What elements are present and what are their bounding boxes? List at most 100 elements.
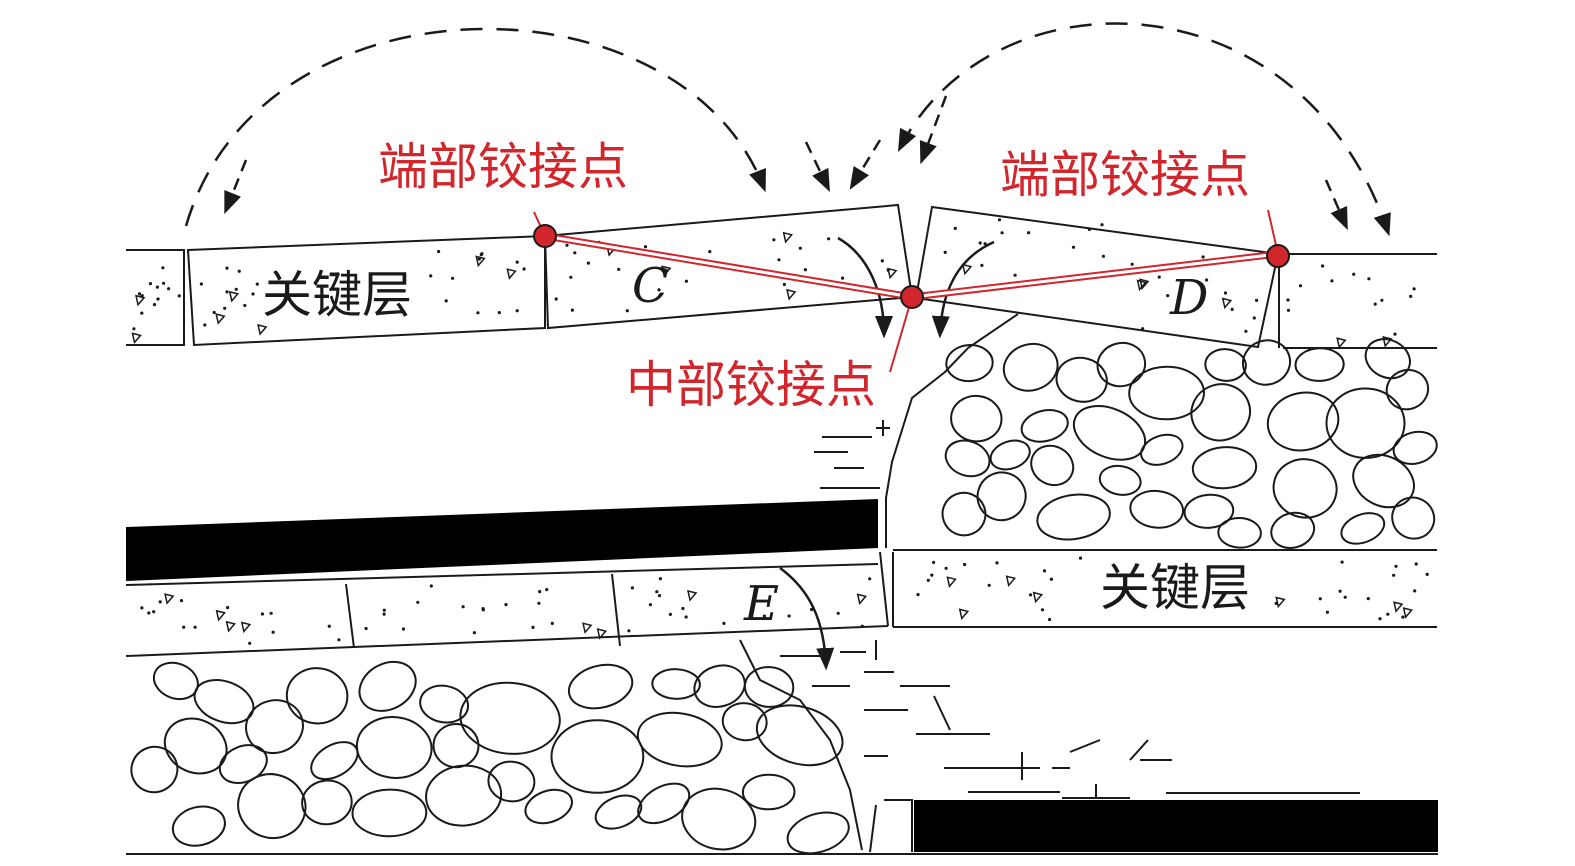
rock-pile-right bbox=[941, 338, 1438, 549]
texture-dot bbox=[1412, 287, 1416, 291]
texture-dot bbox=[1042, 569, 1047, 573]
texture-dot bbox=[1027, 231, 1031, 235]
texture-dot bbox=[226, 606, 230, 610]
texture-triangle bbox=[215, 313, 226, 325]
texture-dot bbox=[223, 306, 227, 310]
texture-dot bbox=[248, 641, 252, 645]
rock bbox=[941, 491, 987, 537]
texture-dot bbox=[569, 275, 573, 279]
rock bbox=[945, 344, 994, 383]
arrow-icon bbox=[919, 95, 948, 165]
load-arrows bbox=[224, 95, 1348, 671]
texture-dot bbox=[1244, 329, 1248, 333]
rock bbox=[1266, 391, 1340, 452]
texture-dot bbox=[225, 290, 229, 294]
texture-dot bbox=[586, 261, 591, 265]
rock-pile-left bbox=[130, 660, 850, 855]
texture-dot bbox=[554, 297, 558, 301]
texture-triangle bbox=[164, 593, 175, 605]
texture-dot bbox=[762, 614, 767, 618]
texture-dot bbox=[1321, 264, 1325, 268]
texture-dot bbox=[627, 629, 631, 633]
texture-dot bbox=[655, 590, 659, 594]
load-arc-left bbox=[184, 27, 766, 227]
texture-dot bbox=[234, 287, 238, 291]
texture-triangle bbox=[1139, 278, 1150, 291]
texture-dot bbox=[437, 249, 441, 254]
texture-dot bbox=[364, 626, 368, 631]
texture-dot bbox=[1338, 589, 1342, 593]
texture-dot bbox=[772, 238, 776, 242]
texture-dot bbox=[147, 611, 151, 615]
texture-triangle bbox=[687, 589, 698, 602]
rock bbox=[1183, 493, 1235, 529]
texture-dot bbox=[1409, 294, 1413, 298]
rock bbox=[651, 668, 701, 700]
texture-dot bbox=[1330, 279, 1334, 283]
texture-triangle bbox=[958, 608, 970, 621]
texture-dot bbox=[382, 612, 386, 616]
texture-dot bbox=[658, 577, 663, 581]
rock bbox=[163, 717, 228, 775]
rock bbox=[1128, 365, 1205, 421]
texture-dot bbox=[1028, 593, 1033, 597]
texture-dot bbox=[1049, 577, 1053, 581]
rock bbox=[1191, 446, 1258, 490]
rock bbox=[1352, 453, 1415, 509]
texture-dot bbox=[337, 638, 341, 642]
rock bbox=[1294, 347, 1345, 382]
arrow-icon bbox=[849, 139, 882, 190]
texture-dot bbox=[625, 309, 629, 313]
texture-dot bbox=[132, 327, 136, 331]
texture-dot bbox=[1205, 278, 1209, 282]
end-hinge-left-point bbox=[533, 224, 557, 248]
texture-dot bbox=[382, 608, 386, 612]
texture-dot bbox=[550, 621, 554, 626]
arrow-icon bbox=[837, 236, 893, 339]
texture-dot bbox=[827, 237, 831, 241]
end-hinge-right-point bbox=[1266, 244, 1290, 268]
texture-triangle bbox=[786, 288, 797, 301]
texture-dot bbox=[980, 263, 984, 267]
arrow-icon bbox=[1324, 179, 1348, 231]
rock bbox=[301, 779, 353, 826]
texture-triangle bbox=[215, 609, 226, 622]
texture-dot bbox=[777, 258, 781, 262]
texture-dot bbox=[1425, 572, 1429, 577]
arrow-icon bbox=[931, 240, 995, 339]
upper-block-right bbox=[1276, 253, 1437, 349]
texture-dot bbox=[1340, 560, 1344, 564]
texture-dot bbox=[1078, 556, 1083, 560]
rock bbox=[432, 722, 480, 769]
rock bbox=[567, 663, 634, 710]
caved-zone-left bbox=[739, 639, 913, 853]
texture-dot bbox=[515, 260, 519, 264]
texture-dot bbox=[429, 274, 433, 278]
texture-triangle bbox=[946, 576, 957, 588]
texture-dot bbox=[472, 631, 476, 635]
rock bbox=[550, 719, 645, 794]
texture-dot bbox=[1343, 595, 1347, 599]
texture-dot bbox=[943, 250, 947, 254]
texture-triangle bbox=[1402, 607, 1414, 619]
texture-dot bbox=[1255, 298, 1259, 302]
rock bbox=[310, 741, 359, 781]
texture-triangle bbox=[135, 294, 146, 307]
texture-dot bbox=[1274, 601, 1278, 606]
texture-dot bbox=[708, 250, 712, 254]
texture-triangle bbox=[582, 622, 593, 634]
rock bbox=[1364, 338, 1411, 380]
rock bbox=[1391, 496, 1436, 540]
texture-triangle bbox=[1336, 337, 1347, 349]
upper-block-key bbox=[186, 234, 546, 347]
rock bbox=[524, 788, 573, 825]
rock bbox=[1096, 341, 1147, 388]
texture-triangle bbox=[225, 620, 236, 633]
texture-dot bbox=[162, 281, 166, 285]
texture-dot bbox=[836, 611, 840, 615]
rock bbox=[741, 773, 796, 811]
texture-dot bbox=[182, 625, 186, 629]
rock bbox=[1098, 464, 1142, 496]
texture-triangle bbox=[1005, 575, 1017, 587]
